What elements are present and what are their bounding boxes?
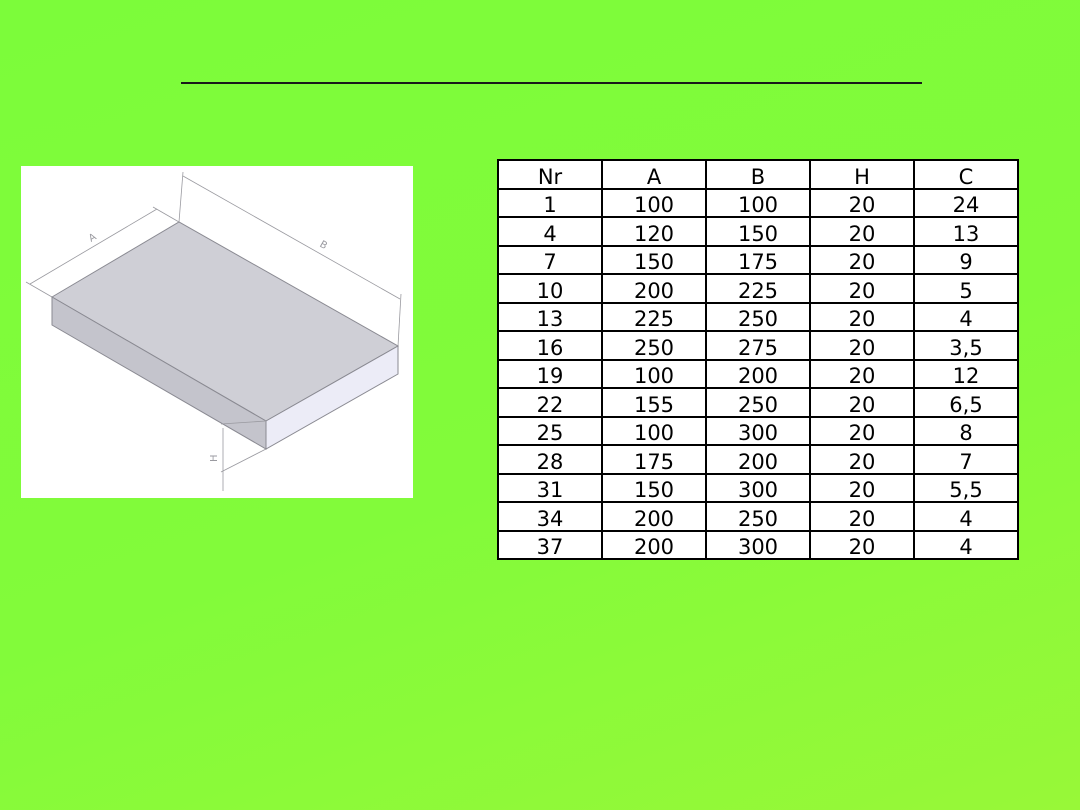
dimension-a xyxy=(25,206,180,298)
cell-h: 20 xyxy=(809,330,915,361)
cell-a: 100 xyxy=(601,415,707,446)
cell-nr: 19 xyxy=(497,358,603,389)
cell-nr: 4 xyxy=(497,216,603,247)
cell-a: 100 xyxy=(601,187,707,218)
cell-c: 9 xyxy=(913,244,1019,275)
col-header-c: C xyxy=(913,159,1019,190)
table-row: 28 175 200 20 7 xyxy=(497,444,1019,475)
cell-a: 200 xyxy=(601,501,707,532)
cell-c: 4 xyxy=(913,529,1019,560)
cell-h: 20 xyxy=(809,472,915,503)
cell-a: 225 xyxy=(601,301,707,332)
cell-h: 20 xyxy=(809,529,915,560)
plate-isometric-svg: A B H xyxy=(25,171,402,491)
plate-side-face xyxy=(265,345,399,450)
cell-nr: 13 xyxy=(497,301,603,332)
cell-a: 150 xyxy=(601,472,707,503)
cell-c: 3,5 xyxy=(913,330,1019,361)
cell-c: 24 xyxy=(913,187,1019,218)
table-row: 34 200 250 20 4 xyxy=(497,501,1019,532)
cell-nr: 25 xyxy=(497,415,603,446)
cell-a: 155 xyxy=(601,387,707,418)
cell-h: 20 xyxy=(809,415,915,446)
cell-nr: 37 xyxy=(497,529,603,560)
dimension-h xyxy=(220,420,267,491)
dimension-b xyxy=(178,171,402,347)
table-row: 1 100 100 20 24 xyxy=(497,187,1019,218)
cell-nr: 34 xyxy=(497,501,603,532)
cell-h: 20 xyxy=(809,187,915,218)
cell-h: 20 xyxy=(809,244,915,275)
cell-h: 20 xyxy=(809,301,915,332)
cell-b: 250 xyxy=(705,387,811,418)
cell-nr: 31 xyxy=(497,472,603,503)
cell-nr: 1 xyxy=(497,187,603,218)
cell-c: 4 xyxy=(913,301,1019,332)
cell-h: 20 xyxy=(809,444,915,475)
cell-b: 300 xyxy=(705,415,811,446)
table-row: 31 150 300 20 5,5 xyxy=(497,472,1019,503)
cell-c: 12 xyxy=(913,358,1019,389)
cell-c: 5 xyxy=(913,273,1019,304)
cell-b: 200 xyxy=(705,358,811,389)
title-underline xyxy=(181,82,922,84)
table-row: 10 200 225 20 5 xyxy=(497,273,1019,304)
col-header-b: B xyxy=(705,159,811,190)
plate-drawing: A B H xyxy=(21,166,413,498)
cell-nr: 10 xyxy=(497,273,603,304)
cell-b: 150 xyxy=(705,216,811,247)
cell-c: 8 xyxy=(913,415,1019,446)
dim-label-b: B xyxy=(318,239,330,252)
cell-b: 300 xyxy=(705,472,811,503)
cell-a: 200 xyxy=(601,273,707,304)
table-row: 22 155 250 20 6,5 xyxy=(497,387,1019,418)
table-row: 4 120 150 20 13 xyxy=(497,216,1019,247)
table-row: 25 100 300 20 8 xyxy=(497,415,1019,446)
cell-b: 250 xyxy=(705,501,811,532)
cell-nr: 22 xyxy=(497,387,603,418)
dimensions-table: Nr A B H C 1 100 100 20 24 4 120 150 20 … xyxy=(497,159,1019,560)
cell-h: 20 xyxy=(809,358,915,389)
cell-h: 20 xyxy=(809,387,915,418)
cell-b: 275 xyxy=(705,330,811,361)
cell-a: 150 xyxy=(601,244,707,275)
col-header-nr: Nr xyxy=(497,159,603,190)
dim-label-h: H xyxy=(209,454,220,462)
cell-h: 20 xyxy=(809,273,915,304)
cell-c: 7 xyxy=(913,444,1019,475)
dim-label-a: A xyxy=(87,232,99,245)
cell-c: 4 xyxy=(913,501,1019,532)
table-row: 16 250 275 20 3,5 xyxy=(497,330,1019,361)
cell-c: 13 xyxy=(913,216,1019,247)
cell-h: 20 xyxy=(809,501,915,532)
cell-nr: 16 xyxy=(497,330,603,361)
cell-nr: 7 xyxy=(497,244,603,275)
table-row: 37 200 300 20 4 xyxy=(497,529,1019,560)
cell-c: 6,5 xyxy=(913,387,1019,418)
cell-h: 20 xyxy=(809,216,915,247)
col-header-h: H xyxy=(809,159,915,190)
cell-b: 100 xyxy=(705,187,811,218)
table-row: 13 225 250 20 4 xyxy=(497,301,1019,332)
table-header-row: Nr A B H C xyxy=(497,159,1019,190)
cell-b: 200 xyxy=(705,444,811,475)
cell-a: 175 xyxy=(601,444,707,475)
cell-a: 200 xyxy=(601,529,707,560)
cell-nr: 28 xyxy=(497,444,603,475)
cell-c: 5,5 xyxy=(913,472,1019,503)
table-row: 7 150 175 20 9 xyxy=(497,244,1019,275)
col-header-a: A xyxy=(601,159,707,190)
cell-b: 300 xyxy=(705,529,811,560)
cell-a: 120 xyxy=(601,216,707,247)
table-row: 19 100 200 20 12 xyxy=(497,358,1019,389)
cell-b: 250 xyxy=(705,301,811,332)
cell-a: 250 xyxy=(601,330,707,361)
cell-b: 225 xyxy=(705,273,811,304)
cell-a: 100 xyxy=(601,358,707,389)
cell-b: 175 xyxy=(705,244,811,275)
